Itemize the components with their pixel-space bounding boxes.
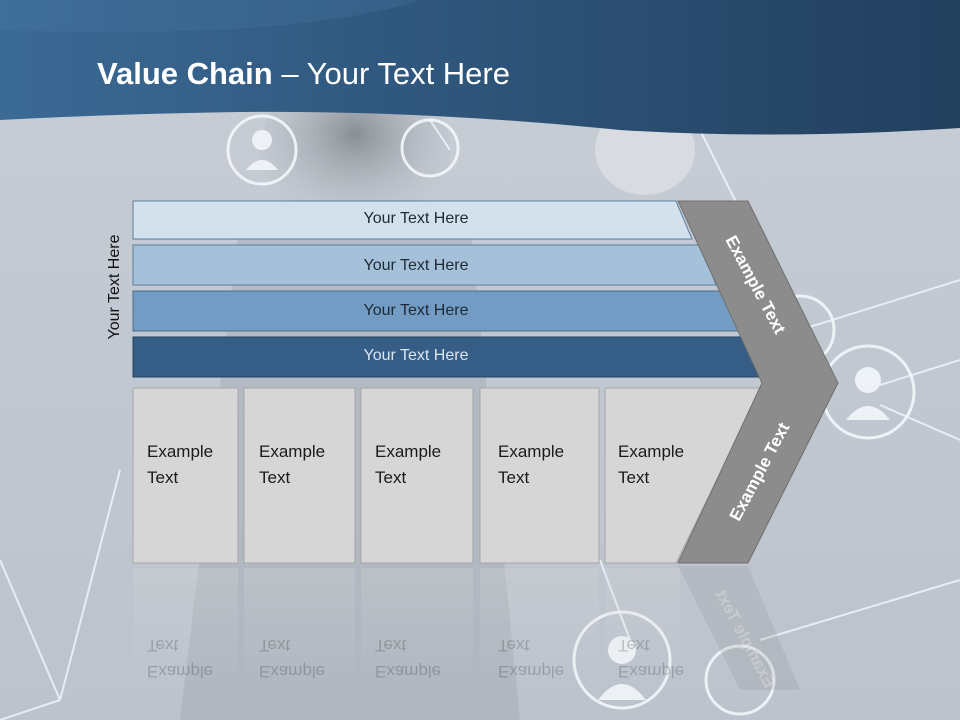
column-text-5: Example Text	[618, 439, 684, 491]
column-2-line2: Text	[259, 468, 291, 487]
column-reflection-1: Example Text	[147, 632, 213, 684]
header-shade	[0, 0, 420, 32]
column-text-4: Example Text	[498, 439, 564, 491]
row-label-4: Your Text Here	[363, 347, 469, 364]
column-text-2: Example Text	[259, 439, 325, 491]
column-text-3: Example Text	[375, 439, 441, 491]
value-chevron	[677, 200, 839, 564]
reflection-5-line2: Text	[618, 636, 650, 655]
header-band	[0, 0, 960, 135]
column-text-1: Example Text	[147, 439, 213, 491]
reflection-2-line1: Example	[259, 662, 326, 681]
row-bar-2	[132, 244, 717, 286]
row-label-3: Your Text Here	[363, 302, 469, 319]
reflection-3-line2: Text	[375, 636, 407, 655]
column-3-line1: Example	[375, 442, 442, 461]
column-1-line2: Text	[147, 468, 179, 487]
row-label-2: Your Text Here	[363, 257, 469, 274]
reflection-4-line1: Example	[498, 662, 565, 681]
column-reflection-5: Example Text	[618, 632, 684, 684]
column-5-line2: Text	[618, 468, 650, 487]
column-4-line2: Text	[498, 468, 530, 487]
column-reflection-3: Example Text	[375, 632, 441, 684]
reflection-2-line2: Text	[259, 636, 291, 655]
column-2-line1: Example	[259, 442, 326, 461]
column-boxes	[132, 387, 763, 564]
reflection-5-line1: Example	[618, 662, 685, 681]
title-rest: – Your Text Here	[272, 56, 510, 91]
slide-title: Value Chain – Your Text Here	[97, 50, 510, 98]
column-reflection-4: Example Text	[498, 632, 564, 684]
reflection	[133, 566, 800, 693]
title-bold: Value Chain	[97, 56, 273, 91]
reflection-4-line2: Text	[498, 636, 530, 655]
column-4-line1: Example	[498, 442, 565, 461]
column-3-line2: Text	[375, 468, 407, 487]
column-reflection-2: Example Text	[259, 632, 325, 684]
column-5-line1: Example	[618, 442, 685, 461]
column-1-line1: Example	[147, 442, 214, 461]
row-label-1: Your Text Here	[363, 210, 469, 227]
side-label: Your Text Here	[106, 234, 123, 340]
reflection-1-line1: Example	[147, 662, 214, 681]
reflection-3-line1: Example	[375, 662, 442, 681]
row-bar-1	[132, 200, 693, 240]
reflection-1-line2: Text	[147, 636, 179, 655]
